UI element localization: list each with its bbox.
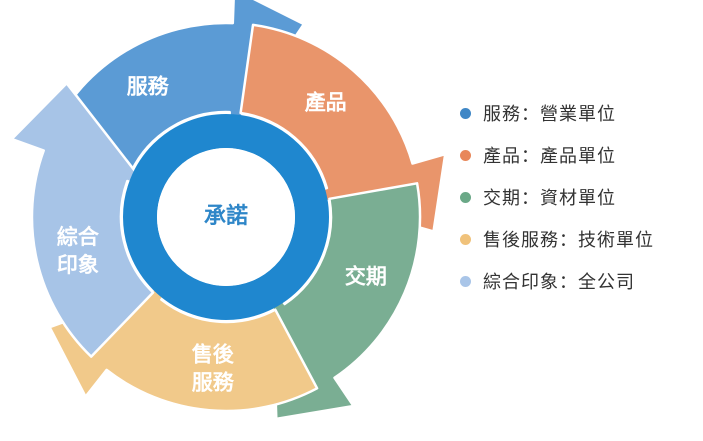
segment-label-line: 服務: [127, 75, 170, 99]
segment-label-line: 綜合: [57, 225, 100, 249]
center-label: 承諾: [204, 203, 248, 229]
segment-label-line: 印象: [57, 253, 99, 277]
segment-label-line: 交期: [345, 264, 387, 288]
legend-dot: [460, 149, 471, 161]
legend: 服務：營業單位 產品：產品單位 交期：資材單位 售後服務：技術單位 綜合印象：全…: [460, 92, 654, 302]
center-disc: [157, 148, 295, 286]
legend-item-delivery: 交期：資材單位: [460, 176, 654, 218]
legend-dot: [460, 233, 471, 245]
legend-text: 售後服務：技術單位: [483, 230, 654, 251]
segment-label-overall: 綜合印象: [57, 225, 100, 277]
legend-item-service: 服務：營業單位: [460, 92, 654, 134]
segment-service: [50, 0, 306, 173]
legend-text: 交期：資材單位: [483, 188, 616, 209]
legend-item-overall: 綜合印象：全公司: [460, 260, 654, 302]
legend-dot: [460, 191, 471, 203]
segment-label-line: 產品: [305, 90, 347, 114]
legend-text: 綜合印象：全公司: [483, 272, 635, 293]
legend-item-after-sales: 售後服務：技術單位: [460, 218, 654, 260]
legend-text: 服務：營業單位: [483, 104, 616, 125]
segment-label-line: 服務: [192, 370, 235, 394]
legend-text: 產品：產品單位: [483, 146, 616, 167]
segment-delivery: [270, 182, 422, 421]
segment-label-service: 服務: [127, 75, 170, 99]
legend-dot: [460, 107, 471, 119]
segment-label-line: 售後: [192, 342, 235, 366]
segment-label-after-sales: 售後服務: [192, 342, 235, 394]
legend-item-product: 產品：產品單位: [460, 134, 654, 176]
inner-ring: [123, 114, 329, 320]
legend-dot: [460, 275, 471, 287]
segment-label-product: 產品: [305, 90, 347, 114]
segment-overall: [10, 82, 155, 358]
segment-product: [239, 23, 447, 233]
segment-label-delivery: 交期: [345, 264, 387, 288]
